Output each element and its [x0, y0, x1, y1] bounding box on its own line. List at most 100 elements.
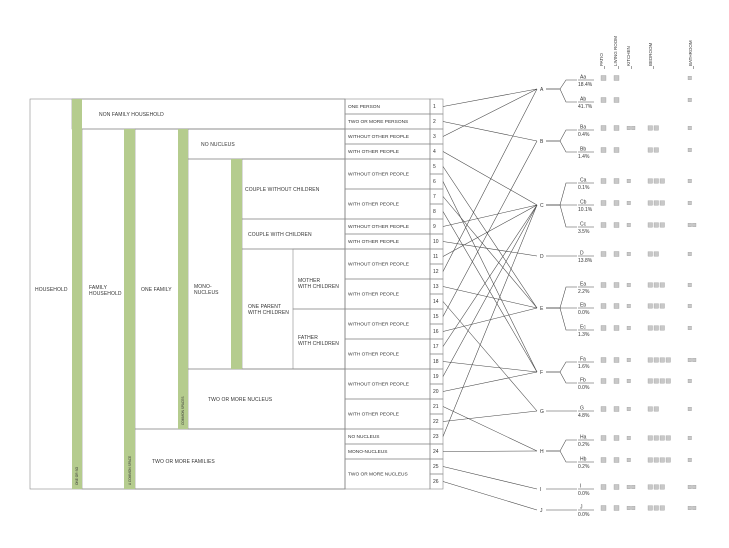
room-square — [613, 97, 620, 103]
room-square — [600, 200, 607, 206]
room-square — [600, 178, 607, 184]
subtype-code: Cc — [580, 222, 587, 228]
room-square — [687, 223, 692, 227]
type-node-c: C — [540, 203, 544, 209]
leaf-label: WITHOUT OTHER PEOPLE — [348, 224, 409, 230]
room-square — [626, 379, 631, 383]
room-square — [626, 326, 631, 330]
connection-line — [442, 466, 538, 490]
subtype-percentage: 2.2% — [578, 289, 590, 295]
room-square — [613, 357, 620, 363]
green-bar-mono-nucleus — [231, 159, 242, 369]
connection-line — [442, 450, 538, 452]
subtype-connector — [546, 129, 577, 142]
type-node-f: F — [540, 370, 543, 376]
room-square — [653, 406, 659, 412]
room-square — [600, 378, 607, 384]
subtype-code: Fa — [580, 357, 586, 363]
room-square — [692, 485, 697, 489]
room-square — [659, 505, 665, 511]
connection-line — [442, 121, 538, 142]
mother-with-children-label: MOTHER WITH CHILDREN — [298, 278, 339, 290]
leaf-number: 3 — [433, 134, 436, 140]
couple-without-children-label: COUPLE WITHOUT CHILDREN — [245, 187, 320, 193]
family-household-label: FAMILY HOUSEHOLD — [89, 285, 122, 297]
connection-line — [442, 371, 538, 392]
room-header: KITCHEN — [626, 46, 631, 66]
subtype-code: I — [580, 484, 581, 490]
room-square — [659, 325, 665, 331]
room-square — [626, 407, 631, 411]
subtype-list: Aa18.4%Ab41.7%Ba0.4%Bb1.4%Ca0.1%Cb10.1%C… — [546, 75, 697, 518]
room-square — [653, 378, 659, 384]
leaf-label: TWO OR MORE NUCLEUS — [348, 472, 408, 478]
hierarchy-tree: HOUSEHOLD NON FAMILY HOUSEHOLD FAMILY HO… — [29, 98, 346, 490]
subtype-code: Ab — [580, 97, 586, 103]
subtype-code: Ec — [580, 325, 586, 331]
room-square — [600, 435, 607, 441]
leaf-label: WITH OTHER PEOPLE — [348, 292, 399, 298]
leaf-label: TWO OR MORE PERSONS — [348, 119, 408, 125]
leaf-number: 25 — [433, 464, 439, 470]
subtype-percentage: 0.4% — [578, 132, 590, 138]
mono-nucleus-line2: NUCLEUS — [194, 290, 219, 296]
room-square — [600, 484, 607, 490]
subtype-percentage: 0.0% — [578, 512, 590, 518]
room-square — [600, 75, 607, 81]
subtype-percentage: 0.1% — [578, 185, 590, 191]
leaf-number: 15 — [433, 314, 439, 320]
room-square — [692, 223, 697, 227]
leaf-number: 20 — [433, 389, 439, 395]
leaf-number: 22 — [433, 419, 439, 425]
room-square — [653, 484, 659, 490]
room-square — [659, 178, 665, 184]
room-square — [626, 126, 631, 130]
room-square — [687, 148, 692, 152]
room-square — [613, 406, 620, 412]
room-square — [647, 406, 653, 412]
common-spaces-label: COMMON SPACES — [181, 397, 185, 425]
subtype-percentage: 10.1% — [578, 207, 593, 213]
subtype-percentage: 4.8% — [578, 413, 590, 419]
room-square — [653, 178, 659, 184]
subtype-connector — [546, 450, 577, 463]
room-square — [600, 125, 607, 131]
room-square — [659, 282, 665, 288]
room-square — [613, 75, 620, 81]
subtype-percentage: 3.5% — [578, 229, 590, 235]
connection-line — [442, 204, 538, 377]
leaf-label: WITH OTHER PEOPLE — [348, 412, 399, 418]
room-square — [626, 485, 631, 489]
room-square — [653, 303, 659, 309]
leaf-number-cell — [429, 218, 444, 235]
type-node-e: E — [540, 306, 544, 312]
subtype-code: Aa — [580, 75, 586, 81]
room-square — [600, 251, 607, 257]
subtype-code: Eb — [580, 303, 586, 309]
subtype-connector — [546, 307, 577, 331]
leaf-number-cell — [429, 158, 444, 175]
room-square — [692, 506, 697, 510]
a-common-space-label: A COMMON SPACE — [128, 456, 132, 485]
room-square — [600, 282, 607, 288]
room-square — [600, 357, 607, 363]
green-bar-family — [124, 129, 135, 489]
room-square — [600, 303, 607, 309]
connection-line — [442, 204, 538, 227]
room-square — [626, 179, 631, 183]
father-line1: FATHER — [298, 335, 318, 341]
room-square — [647, 303, 653, 309]
room-square — [659, 303, 665, 309]
room-square — [659, 484, 665, 490]
subtype-connector — [546, 140, 577, 153]
subtype-code: Ca — [580, 178, 587, 184]
type-node-i: I — [540, 487, 541, 493]
father-line2: WITH CHILDREN — [298, 341, 339, 347]
leaf-number: 11 — [433, 254, 438, 260]
couple-with-children-label: COUPLE WITH CHILDREN — [248, 232, 312, 238]
subtype-percentage: 0.0% — [578, 491, 590, 497]
room-square — [626, 506, 631, 510]
one-parent-line1: ONE PARENT — [248, 304, 281, 310]
